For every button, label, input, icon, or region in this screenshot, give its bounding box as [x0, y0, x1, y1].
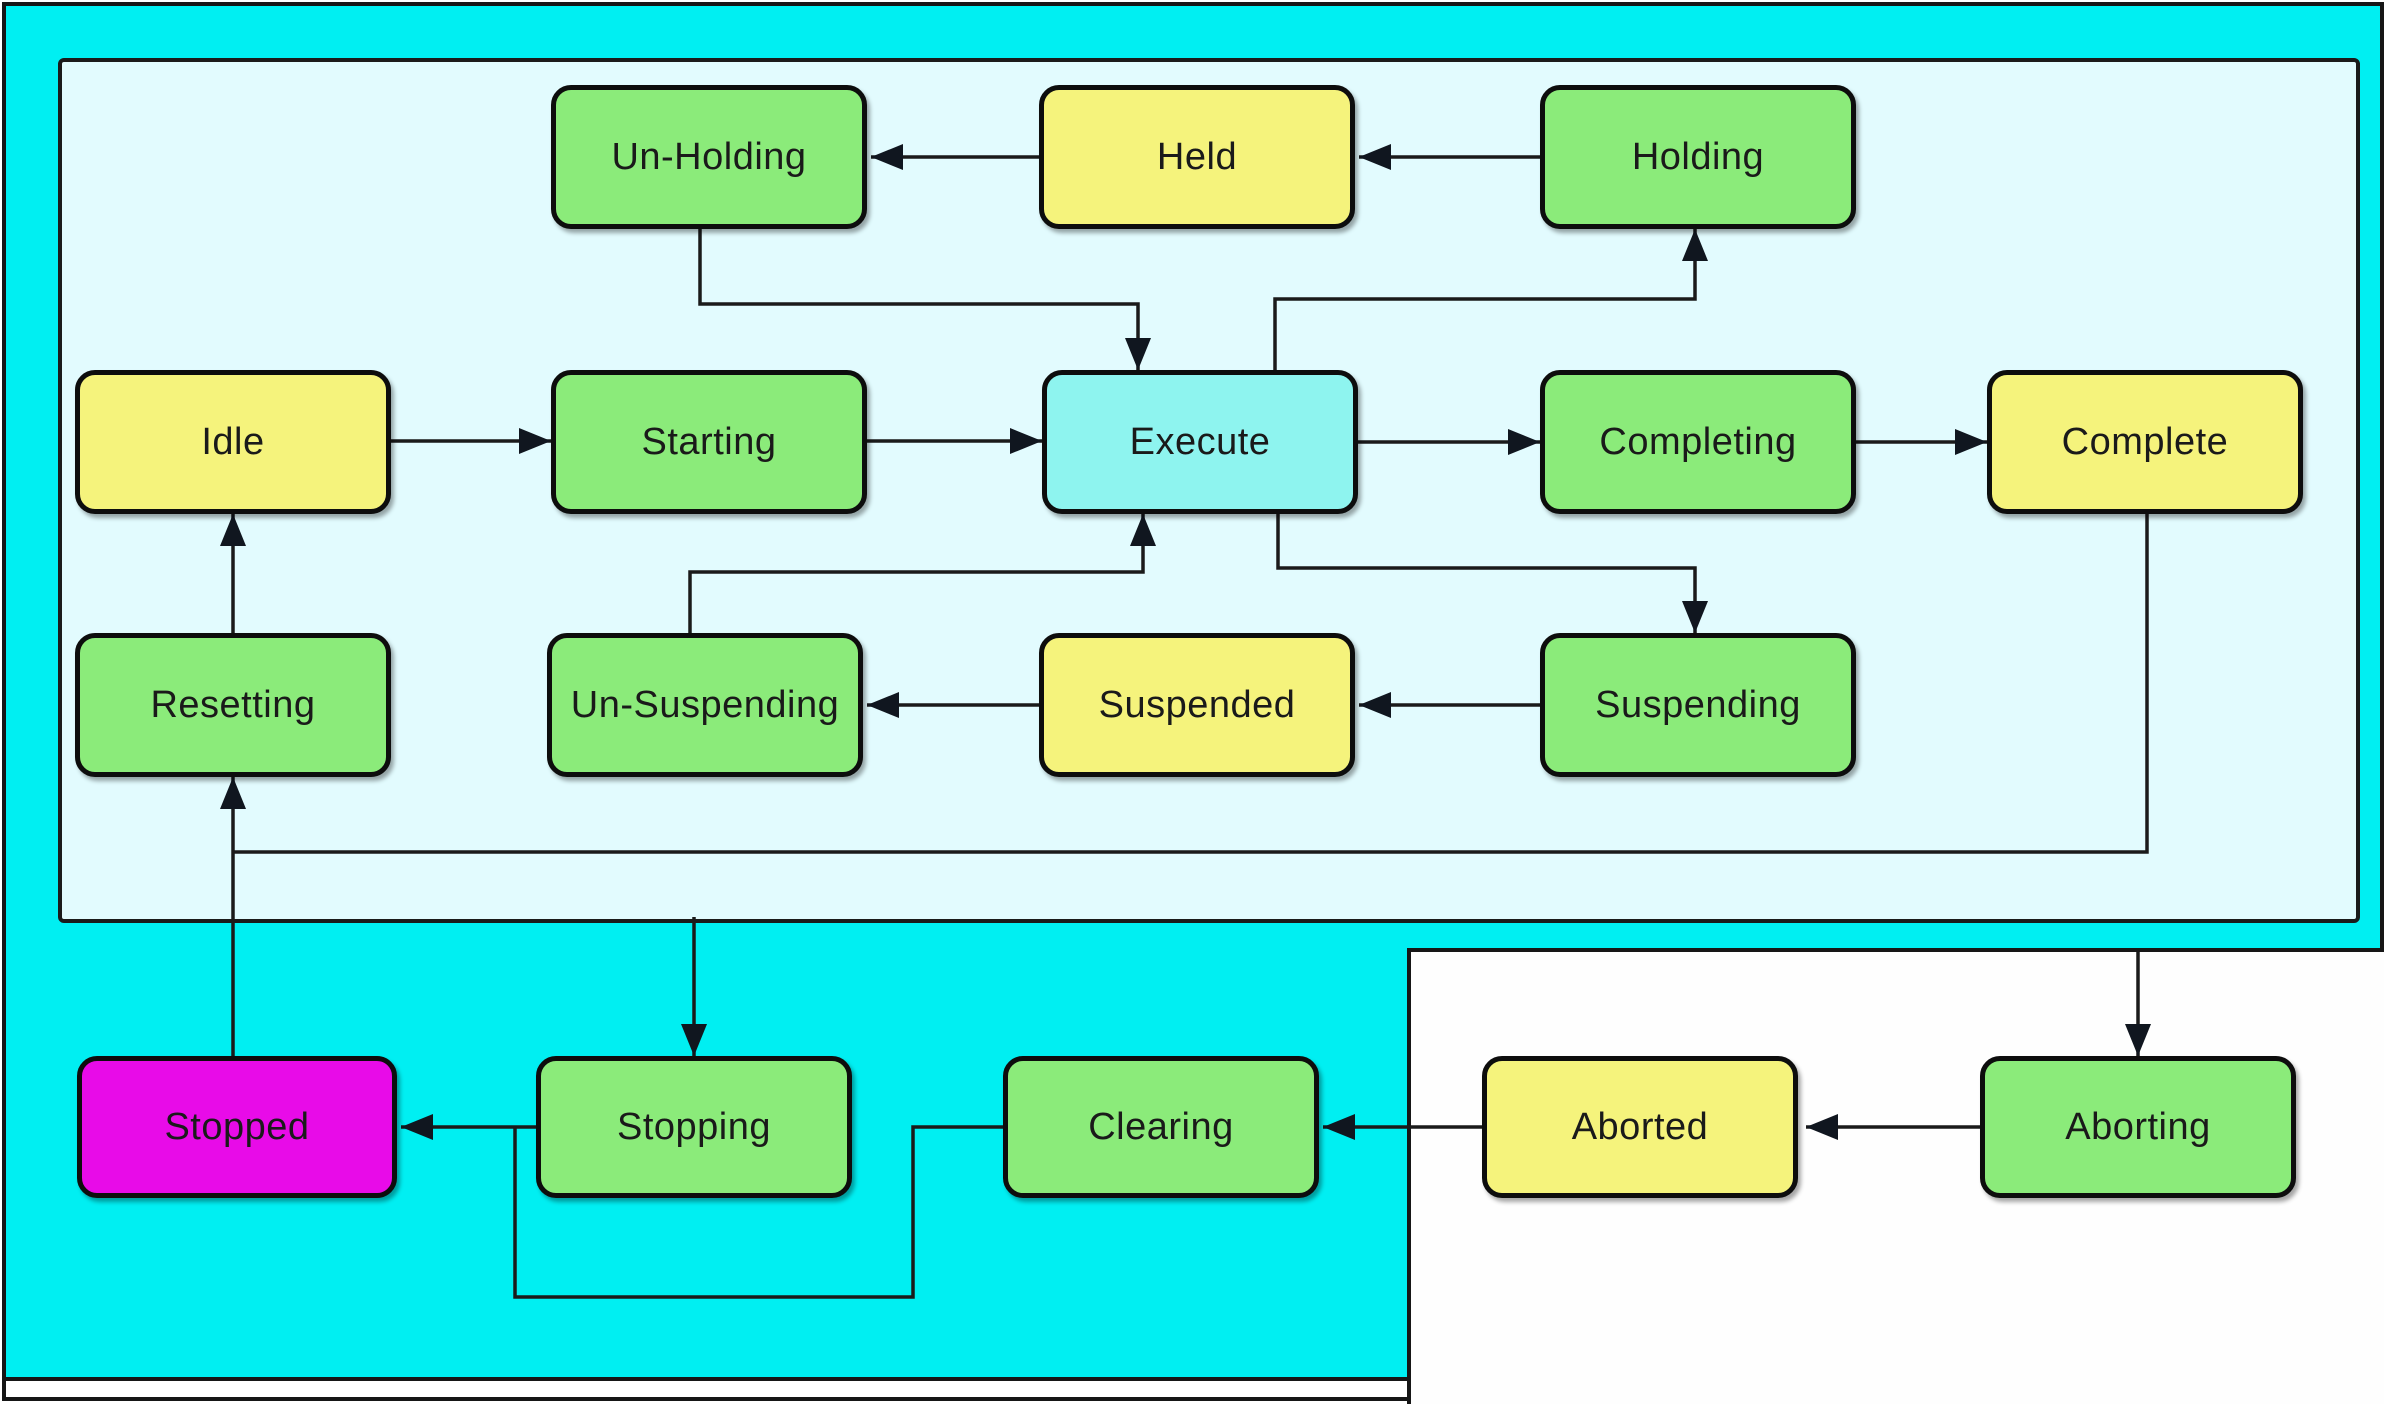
arrowhead-suspended-to-unsuspending [867, 692, 899, 718]
state-label-idle: Idle [201, 420, 265, 463]
transition-execute-to-holding [1273, 229, 1697, 370]
state-label-starting: Starting [641, 420, 777, 463]
arrowhead-execute-to-completing [1508, 429, 1540, 455]
arrowhead-unholding-to-execute [1125, 338, 1151, 370]
state-unholding: Un-Holding [551, 85, 867, 229]
state-completing: Completing [1540, 370, 1856, 514]
state-label-execute: Execute [1129, 420, 1271, 463]
state-label-aborting: Aborting [2065, 1105, 2211, 1148]
state-aborted: Aborted [1482, 1056, 1798, 1198]
state-complete: Complete [1987, 370, 2303, 514]
state-stopped: Stopped [77, 1056, 397, 1198]
state-label-holding: Holding [1631, 135, 1765, 178]
state-execute: Execute [1042, 370, 1358, 514]
arrowhead-execute-to-holding [1682, 229, 1708, 261]
arrowhead-suspending-to-suspended [1359, 692, 1391, 718]
state-label-aborted: Aborted [1571, 1105, 1709, 1148]
state-label-suspending: Suspending [1595, 683, 1801, 726]
state-label-unholding: Un-Holding [611, 135, 807, 178]
transition-unholding-to-execute [698, 229, 1140, 370]
state-resetting: Resetting [75, 633, 391, 777]
state-label-stopped: Stopped [164, 1105, 310, 1148]
arrowhead-abort-entry-to-aborting [2125, 1024, 2151, 1056]
transition-clearing-to-stopped-loop [513, 1125, 1003, 1299]
state-unsuspending: Un-Suspending [547, 633, 863, 777]
state-label-unsuspending: Un-Suspending [570, 683, 840, 726]
state-label-complete: Complete [2061, 420, 2229, 463]
state-suspended: Suspended [1039, 633, 1355, 777]
arrowhead-stopping-to-stopped [401, 1114, 433, 1140]
arrowhead-execute-to-suspending [1682, 601, 1708, 633]
state-clearing: Clearing [1003, 1056, 1319, 1198]
arrowhead-stopped-to-resetting [220, 777, 246, 809]
state-label-clearing: Clearing [1088, 1105, 1234, 1148]
arrowhead-unsuspending-to-execute [1130, 514, 1156, 546]
state-label-suspended: Suspended [1098, 683, 1296, 726]
state-label-completing: Completing [1599, 420, 1797, 463]
arrowhead-starting-to-execute [1010, 428, 1042, 454]
state-suspending: Suspending [1540, 633, 1856, 777]
state-label-resetting: Resetting [150, 683, 316, 726]
arrowhead-held-to-unholding [871, 144, 903, 170]
transition-complete-return-line [233, 514, 2149, 854]
state-label-held: Held [1156, 135, 1238, 178]
arrowhead-idle-to-starting [519, 428, 551, 454]
arrowhead-resetting-to-idle [220, 514, 246, 546]
transition-execute-to-suspending [1276, 514, 1697, 633]
arrowhead-aborted-to-clearing [1323, 1114, 1355, 1140]
arrowhead-aborting-to-aborted [1806, 1114, 1838, 1140]
arrowhead-stop-entry-to-stopping [681, 1024, 707, 1056]
arrowhead-holding-to-held [1359, 144, 1391, 170]
state-starting: Starting [551, 370, 867, 514]
arrowhead-completing-to-complete [1955, 429, 1987, 455]
state-held: Held [1039, 85, 1355, 229]
state-idle: Idle [75, 370, 391, 514]
state-stopping: Stopping [536, 1056, 852, 1198]
state-label-stopping: Stopping [616, 1105, 771, 1148]
state-aborting: Aborting [1980, 1056, 2296, 1198]
state-holding: Holding [1540, 85, 1856, 229]
